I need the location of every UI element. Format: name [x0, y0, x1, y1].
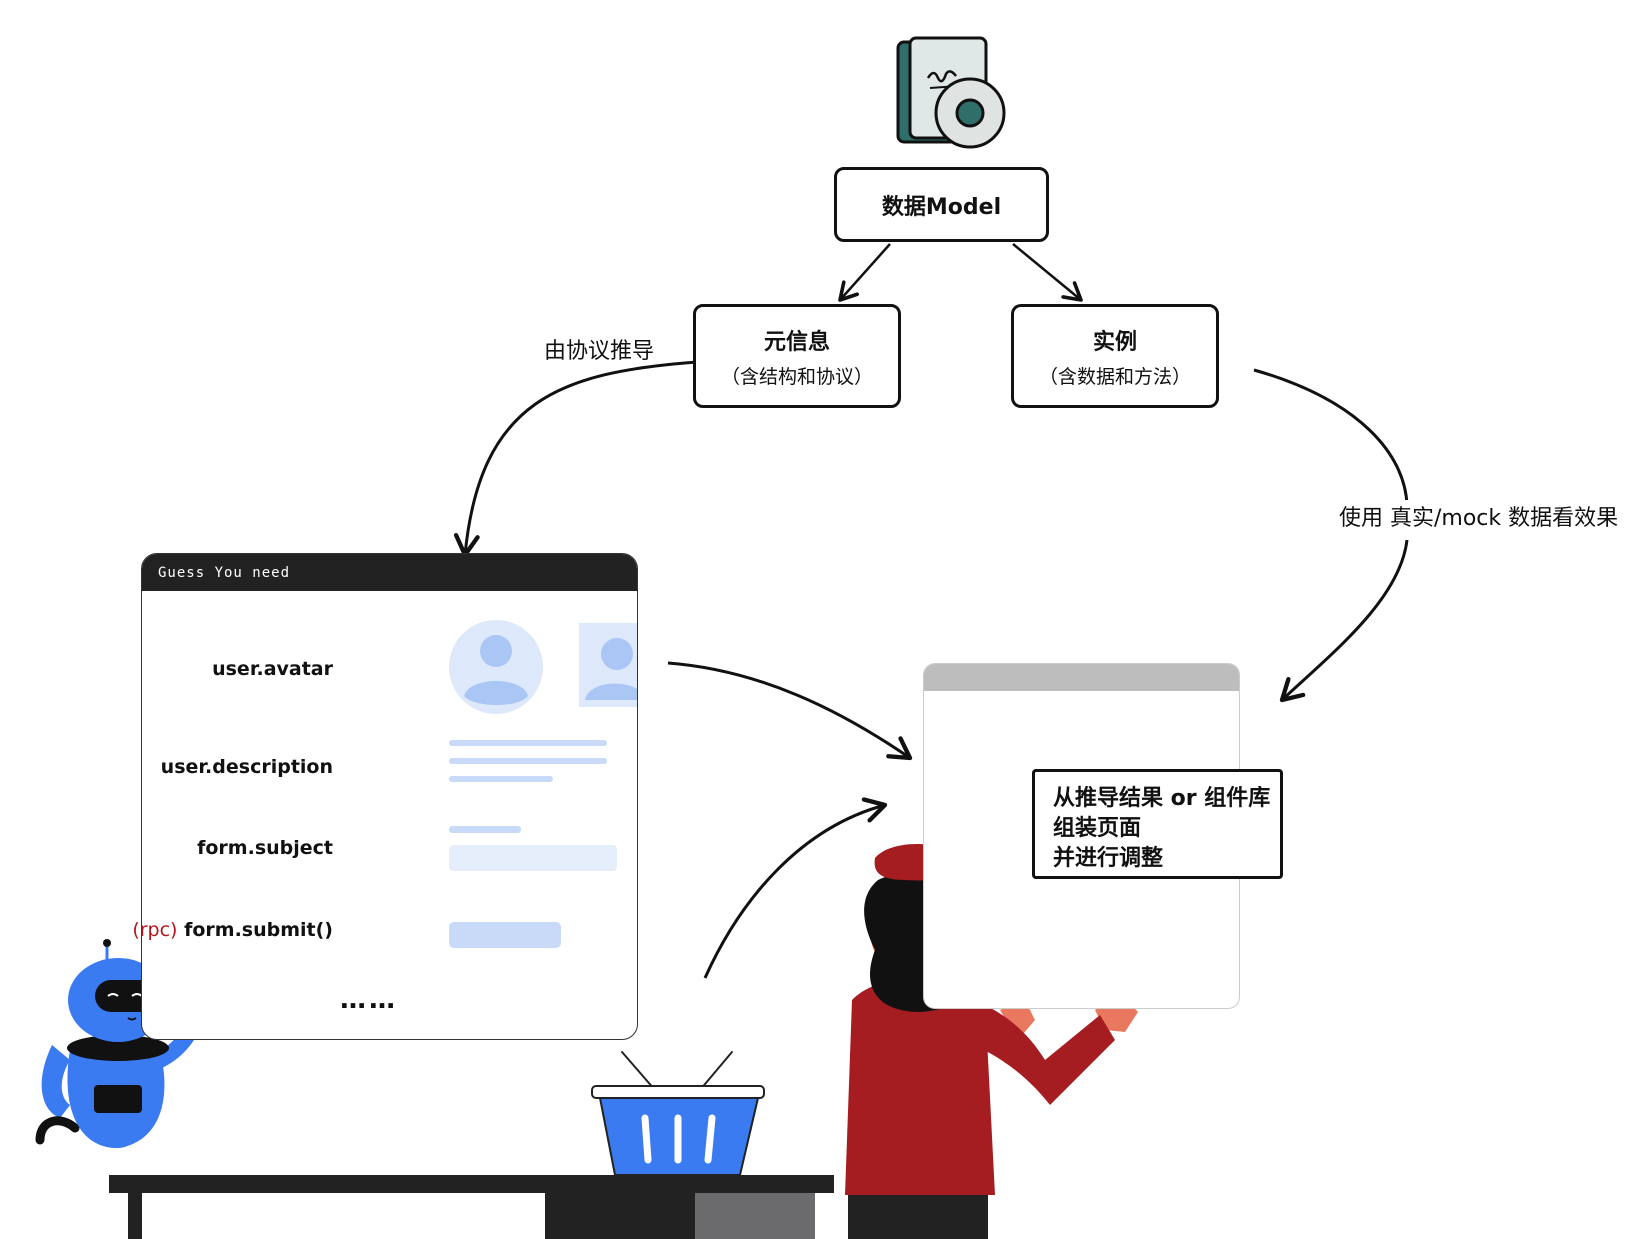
assemble-note-line: 组装页面 — [1053, 816, 1142, 841]
assemble-note-line: 并进行调整 — [1053, 846, 1164, 871]
rpc-prefix: (rpc) — [132, 919, 178, 941]
avatar-placeholder-icon — [449, 620, 637, 714]
field-form-submit-name: form.submit() — [184, 919, 333, 941]
assemble-note: 从推导结果 or 组件库 组装页面 并进行调整 — [1032, 769, 1283, 879]
node-data-model: 数据Model — [834, 167, 1049, 242]
field-user-avatar: user.avatar — [212, 658, 333, 680]
edge-meta-ui — [453, 360, 699, 558]
assemble-note-line: 从推导结果 or 组件库 — [1053, 786, 1271, 811]
page-canvas-titlebar — [924, 664, 1239, 691]
node-data-model-title: 数据Model — [881, 194, 1002, 220]
field-row: user.avatar — [160, 658, 333, 688]
field-form-subject: form.subject — [197, 837, 333, 859]
node-meta-subtitle: （含结构和协议） — [720, 365, 873, 388]
edge-label-preview: 使用 真实/mock 数据看效果 — [1337, 500, 1621, 532]
description-line — [449, 776, 553, 782]
node-instance: 实例 （含数据和方法） — [1011, 304, 1219, 408]
edge-ui-canvas — [667, 661, 913, 761]
node-instance-subtitle: （含数据和方法） — [1038, 365, 1191, 388]
table-illustration — [109, 1175, 834, 1239]
edge-basket-canvas — [703, 797, 888, 979]
field-row: form.subject — [160, 837, 333, 867]
subject-input-placeholder — [449, 845, 617, 871]
disk-document-icon — [896, 36, 1006, 149]
guess-panel-header: Guess You need — [142, 554, 637, 591]
description-line — [449, 758, 607, 764]
submit-button-placeholder — [449, 922, 561, 948]
ellipsis: …… — [340, 985, 398, 1015]
basket-icon — [591, 1047, 765, 1176]
field-user-description: user.description — [160, 756, 333, 778]
subject-label-placeholder — [449, 826, 521, 833]
field-row: (rpc) form.submit() — [132, 919, 333, 949]
edge-model-instance — [1012, 243, 1083, 302]
edge-instance-canvas — [1253, 368, 1409, 506]
edge-model-meta — [838, 243, 891, 302]
field-row: user.description — [140, 756, 333, 786]
description-line — [449, 740, 607, 746]
node-meta-info: 元信息 （含结构和协议） — [693, 304, 901, 408]
node-meta-title: 元信息 — [763, 329, 830, 355]
guess-panel: Guess You need — [141, 553, 638, 1040]
node-instance-title: 实例 — [1092, 329, 1137, 355]
field-form-submit: (rpc) form.submit() — [132, 919, 333, 941]
edge-label-derive: 由协议推导 — [544, 339, 655, 364]
